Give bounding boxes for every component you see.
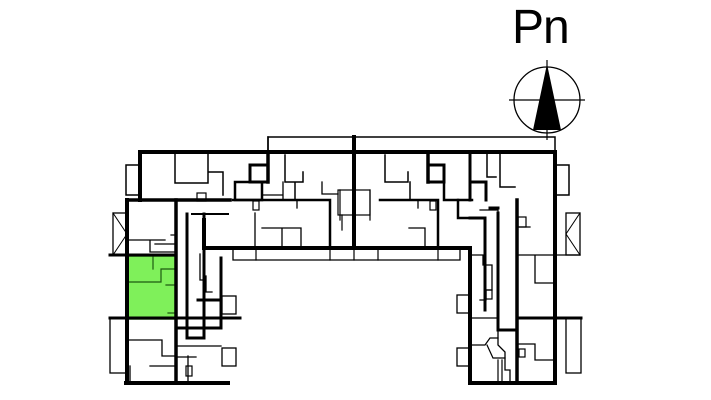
north-label: Pn: [512, 1, 570, 54]
north-arrow-icon: [509, 60, 585, 140]
highlighted-unit[interactable]: [127, 255, 177, 320]
